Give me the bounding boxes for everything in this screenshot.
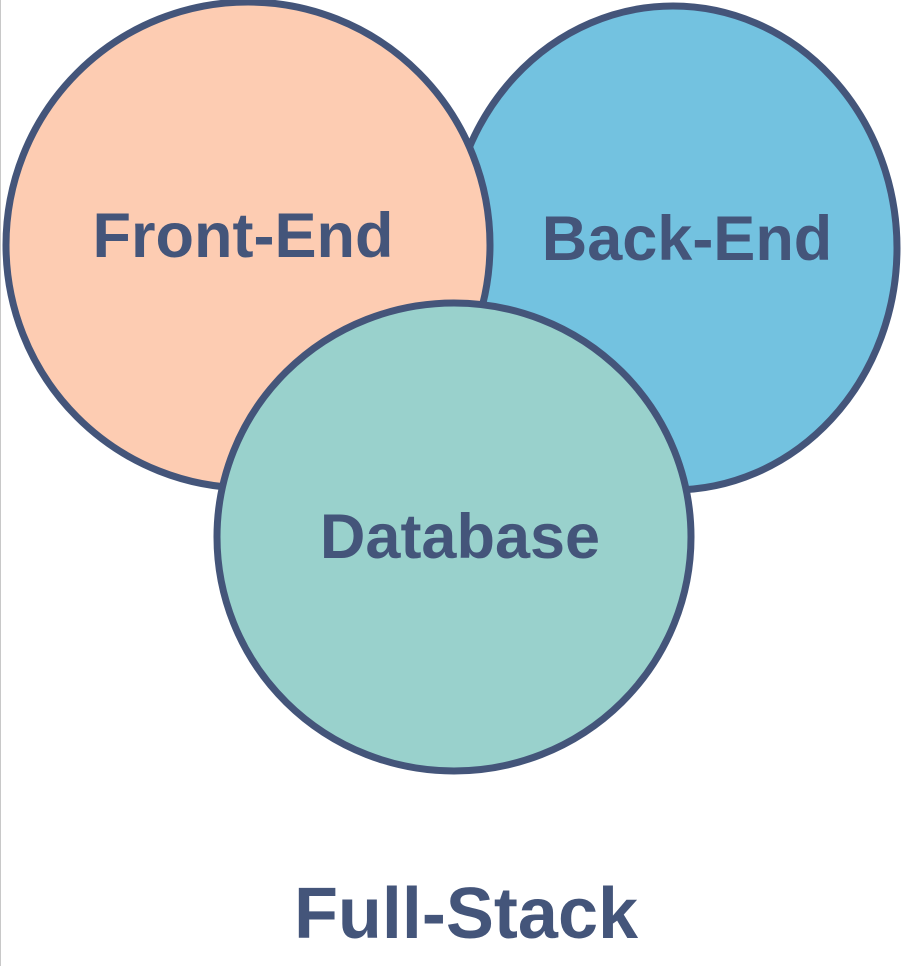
full-stack-title: Full-Stack [294,874,639,954]
database-circle-group [213,299,695,775]
left-edge-rule [0,0,1,966]
front-end-label: Front-End [93,201,394,271]
database-circle [213,299,695,775]
back-end-label: Back-End [542,204,833,274]
database-label: Database [320,502,600,572]
